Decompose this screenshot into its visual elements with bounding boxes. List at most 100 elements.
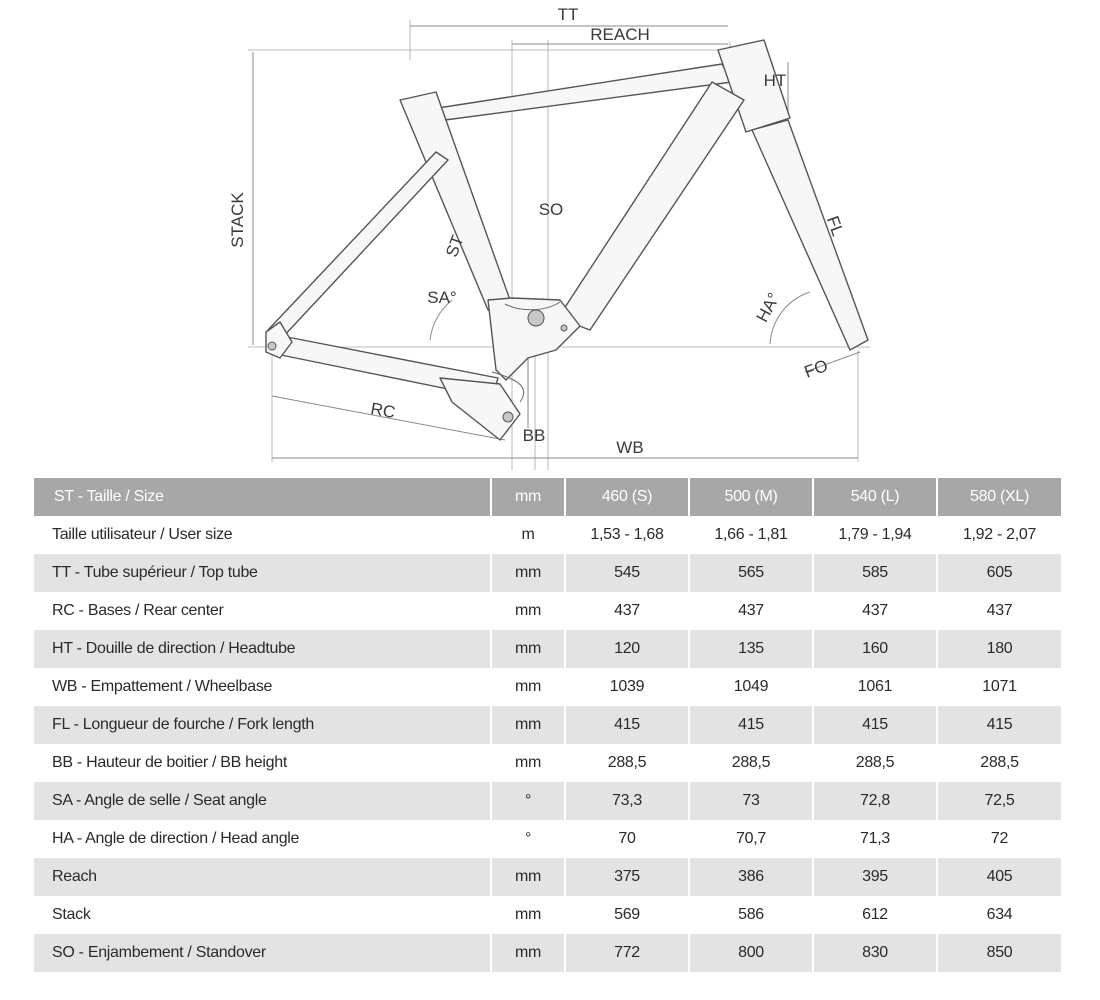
row-label: SO - Enjambement / Standover	[34, 934, 490, 972]
row-value-l: 437	[814, 592, 938, 630]
label-tt: TT	[558, 5, 579, 24]
geometry-table: ST - Taille / Size mm 460 (S) 500 (M) 54…	[34, 478, 1061, 972]
row-value-m: 586	[690, 896, 814, 934]
rc-dimension-line	[271, 395, 506, 441]
row-value-s: 288,5	[566, 744, 690, 782]
row-label: TT - Tube supérieur / Top tube	[34, 554, 490, 592]
row-value-m: 386	[690, 858, 814, 896]
fo-dimension-line	[804, 351, 861, 373]
row-unit: mm	[490, 592, 566, 630]
row-value-s: 1,53 - 1,68	[566, 516, 690, 554]
row-unit: m	[490, 516, 566, 554]
label-so: SO	[539, 200, 564, 219]
row-value-s: 772	[566, 934, 690, 972]
row-value-xl: 72,5	[938, 782, 1061, 820]
row-value-m: 70,7	[690, 820, 814, 858]
row-unit: mm	[490, 896, 566, 934]
row-value-s: 569	[566, 896, 690, 934]
label-rc: RC	[369, 399, 396, 422]
row-value-s: 70	[566, 820, 690, 858]
row-label: WB - Empattement / Wheelbase	[34, 668, 490, 706]
label-bb: BB	[523, 426, 546, 445]
table-header-row: ST - Taille / Size mm 460 (S) 500 (M) 54…	[34, 478, 1061, 516]
row-value-s: 120	[566, 630, 690, 668]
row-unit: mm	[490, 934, 566, 972]
label-wb: WB	[616, 438, 643, 457]
header-size-label: ST - Taille / Size	[34, 478, 490, 516]
row-label: HA - Angle de direction / Head angle	[34, 820, 490, 858]
row-value-xl: 605	[938, 554, 1061, 592]
row-value-l: 612	[814, 896, 938, 934]
row-value-xl: 72	[938, 820, 1061, 858]
row-value-xl: 288,5	[938, 744, 1061, 782]
row-value-m: 135	[690, 630, 814, 668]
row-value-s: 1039	[566, 668, 690, 706]
label-ha: HA°	[753, 290, 784, 326]
label-ht: HT	[764, 71, 787, 90]
row-value-l: 830	[814, 934, 938, 972]
row-value-l: 72,8	[814, 782, 938, 820]
row-unit: °	[490, 782, 566, 820]
dimension-lines	[252, 25, 861, 459]
row-value-l: 1,79 - 1,94	[814, 516, 938, 554]
row-unit: mm	[490, 706, 566, 744]
row-value-l: 395	[814, 858, 938, 896]
frame-geometry-diagram: TT REACH HT STACK SO ST SA° FL HA° FO RC…	[228, 5, 870, 470]
row-value-xl: 1071	[938, 668, 1061, 706]
row-value-xl: 437	[938, 592, 1061, 630]
row-label: Taille utilisateur / User size	[34, 516, 490, 554]
row-value-s: 545	[566, 554, 690, 592]
row-value-s: 73,3	[566, 782, 690, 820]
row-label: FL - Longueur de fourche / Fork length	[34, 706, 490, 744]
row-value-l: 415	[814, 706, 938, 744]
label-reach: REACH	[590, 25, 650, 44]
label-stack: STACK	[228, 192, 247, 248]
row-unit: mm	[490, 630, 566, 668]
row-value-m: 288,5	[690, 744, 814, 782]
row-label: Stack	[34, 896, 490, 934]
header-size-xl: 580 (XL)	[938, 478, 1061, 516]
row-value-s: 415	[566, 706, 690, 744]
row-value-s: 437	[566, 592, 690, 630]
row-value-m: 565	[690, 554, 814, 592]
row-value-m: 1049	[690, 668, 814, 706]
label-sa: SA°	[427, 288, 456, 307]
row-unit: mm	[490, 744, 566, 782]
row-value-l: 1061	[814, 668, 938, 706]
row-value-l: 71,3	[814, 820, 938, 858]
row-unit: mm	[490, 858, 566, 896]
row-value-m: 800	[690, 934, 814, 972]
ha-angle-arc	[769, 291, 811, 345]
row-value-m: 1,66 - 1,81	[690, 516, 814, 554]
sa-angle-arc	[429, 299, 453, 341]
row-value-xl: 1,92 - 2,07	[938, 516, 1061, 554]
row-unit: mm	[490, 668, 566, 706]
row-label: Reach	[34, 858, 490, 896]
row-value-xl: 634	[938, 896, 1061, 934]
row-label: BB - Hauteur de boitier / BB height	[34, 744, 490, 782]
row-unit: °	[490, 820, 566, 858]
row-value-m: 437	[690, 592, 814, 630]
row-value-m: 415	[690, 706, 814, 744]
header-unit: mm	[490, 478, 566, 516]
row-label: SA - Angle de selle / Seat angle	[34, 782, 490, 820]
header-size-l: 540 (L)	[814, 478, 938, 516]
row-value-m: 73	[690, 782, 814, 820]
row-value-l: 585	[814, 554, 938, 592]
label-fo: FO	[802, 356, 831, 382]
bike-frame	[265, 39, 869, 441]
row-value-l: 288,5	[814, 744, 938, 782]
header-size-m: 500 (M)	[690, 478, 814, 516]
